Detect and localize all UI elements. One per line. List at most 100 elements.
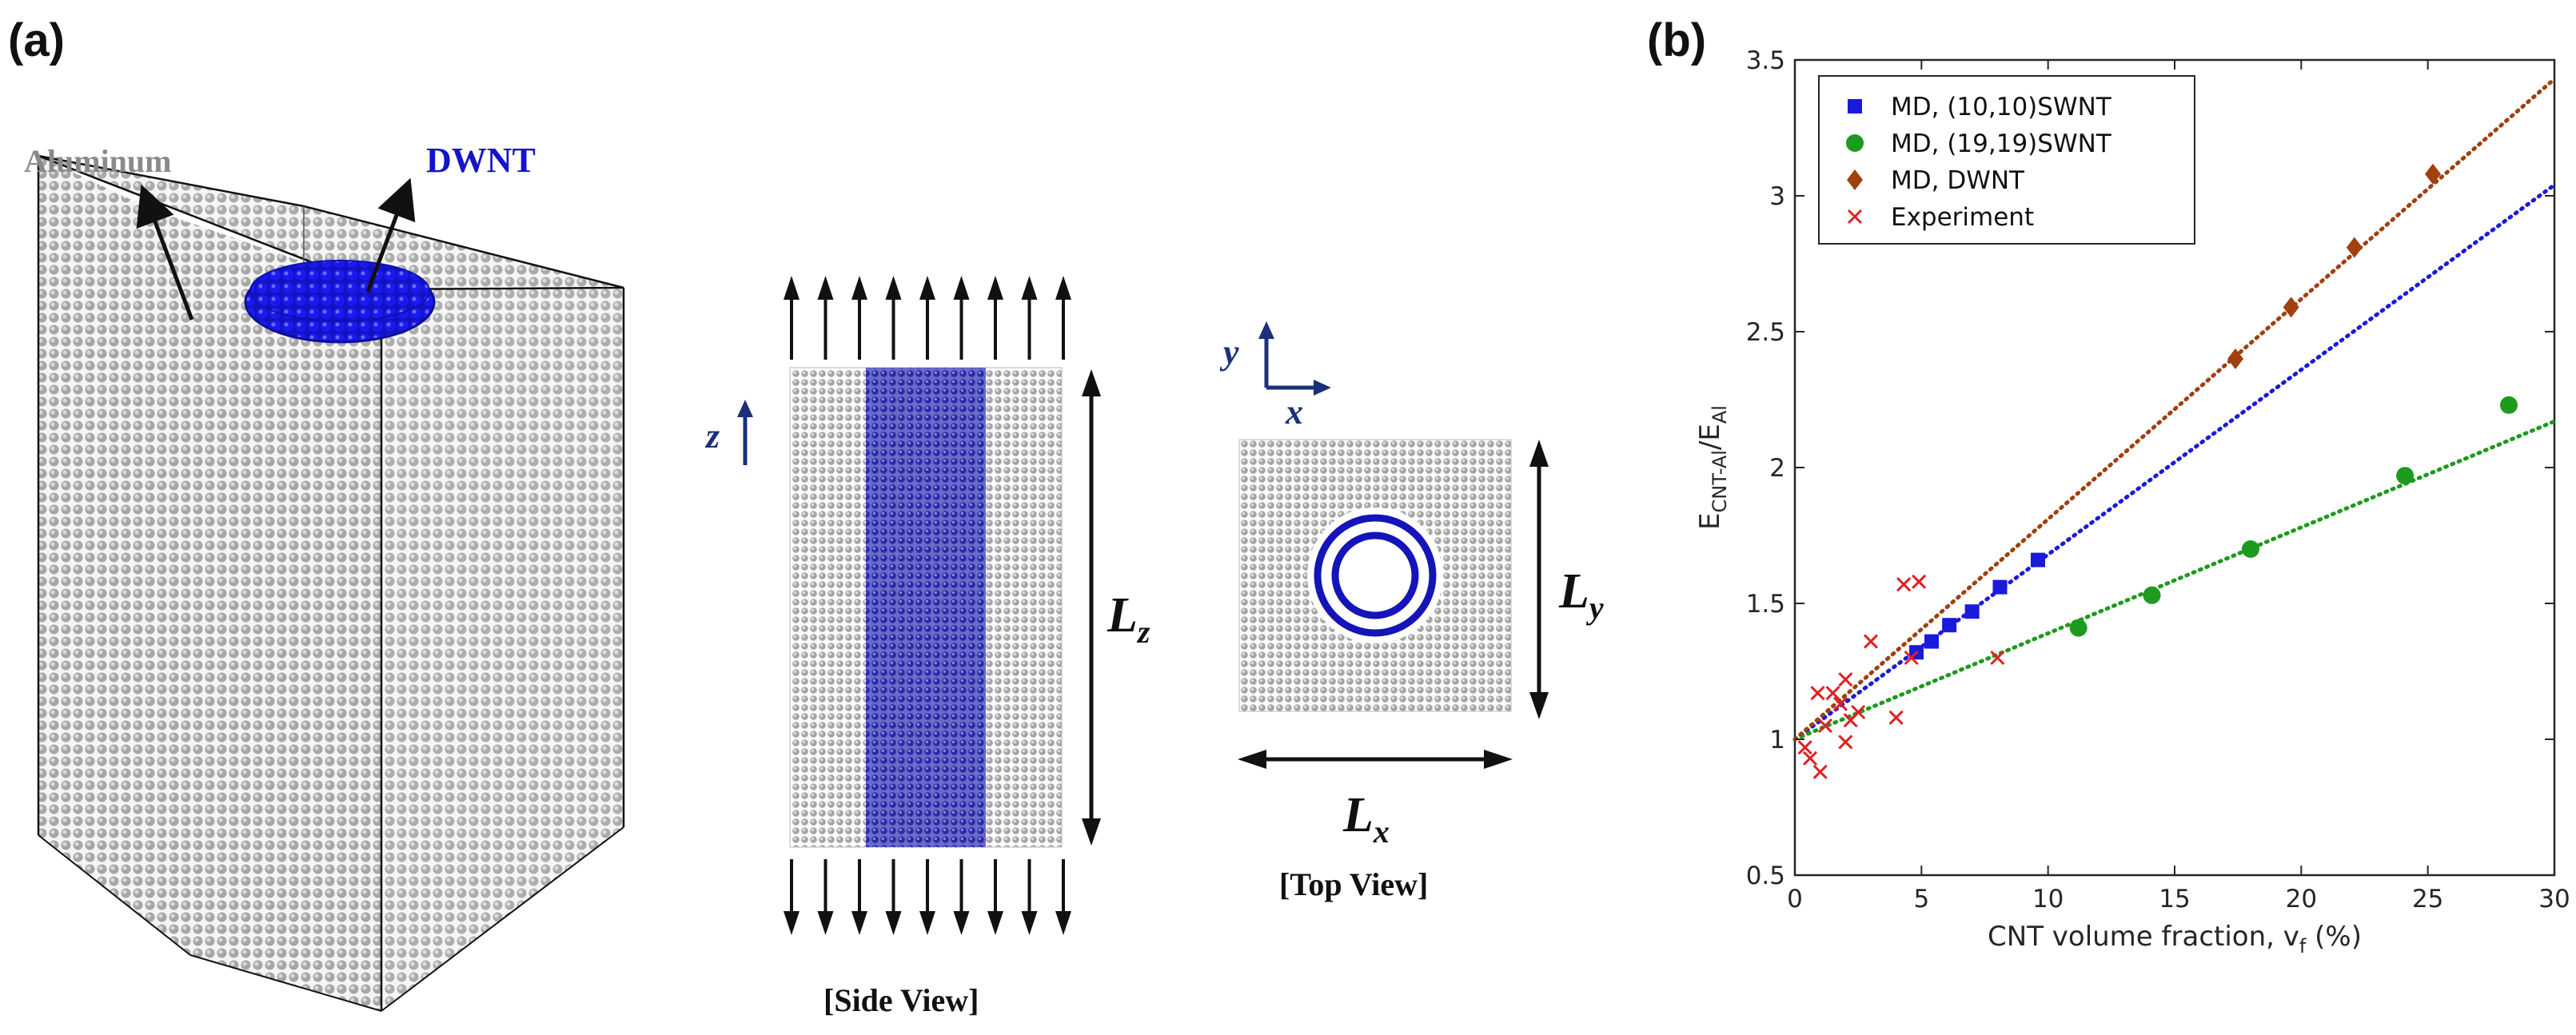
dwnt-label: DWNT — [426, 141, 536, 180]
tension-arrowhead-down — [885, 911, 902, 935]
legend-label: Experiment — [1891, 203, 2034, 232]
data-point — [1942, 618, 1957, 633]
data-point — [1838, 734, 1853, 750]
data-point — [2227, 348, 2243, 369]
data-point — [1832, 696, 1848, 711]
data-point — [1912, 574, 1927, 589]
data-point — [2346, 237, 2363, 258]
data-point — [2283, 297, 2299, 318]
y-tick-label: 2.5 — [1746, 318, 1785, 347]
tension-arrowhead-up — [817, 276, 834, 300]
series-x — [1797, 574, 2005, 779]
box-front-left-face — [38, 156, 381, 1011]
ly-label: Ly — [1558, 564, 1604, 626]
tension-arrowhead-down — [953, 911, 970, 935]
lx-label: Lx — [1342, 788, 1390, 850]
tension-arrowhead-up — [851, 276, 867, 300]
legend: MD, (10,10)SWNT MD, (19,19)SWNT MD, DWNT Ex… — [1818, 75, 2195, 245]
legend-label: MD, (10,10)SWNT — [1891, 93, 2112, 121]
data-point — [2500, 396, 2518, 414]
data-point — [1797, 740, 1812, 755]
tension-arrowhead-down — [784, 911, 800, 935]
side-view-caption: [Side View] — [823, 982, 979, 1018]
series-square — [1909, 552, 2045, 660]
tension-arrowhead-down — [1055, 911, 1071, 935]
top-view: y x Lx Ly [Top View] — [1219, 321, 1604, 902]
side-view-tube — [866, 368, 986, 847]
tension-arrowhead-down — [1021, 911, 1038, 935]
data-point — [2425, 163, 2441, 185]
legend-marker — [1846, 134, 1864, 152]
tension-arrows-bottom — [784, 859, 1071, 935]
tension-arrowhead-down — [987, 911, 1003, 935]
dwnt-arrow — [365, 177, 416, 293]
y-tick-label: 2 — [1769, 454, 1785, 483]
data-point — [1896, 577, 1912, 592]
tension-arrowhead-down — [919, 911, 935, 935]
tension-arrowhead-up — [953, 276, 970, 300]
fit-line — [1792, 419, 2557, 742]
data-marks — [1797, 163, 2518, 779]
data-point — [1992, 579, 2008, 595]
tension-arrowhead-down — [851, 911, 867, 935]
dwnt-inner-wall — [1331, 531, 1419, 619]
data-point — [1863, 634, 1879, 649]
x-tick-label: 0 — [1787, 885, 1803, 914]
data-point — [1904, 650, 1919, 666]
data-point — [1990, 650, 2005, 666]
data-point — [2396, 467, 2415, 485]
legend-marker — [1847, 169, 1863, 190]
x-tick-label: 10 — [2032, 885, 2064, 914]
aluminum-arrow — [136, 184, 194, 320]
y-tick-label: 3.5 — [1746, 46, 1785, 75]
x-axis-title: CNT volume fraction, vf (%) — [1988, 921, 2362, 957]
aluminum-box-3d — [37, 154, 625, 1012]
y-tick-label: 1.5 — [1746, 590, 1785, 619]
data-point — [1851, 704, 1866, 720]
box-right-face — [381, 288, 624, 1011]
tension-arrowhead-up — [919, 276, 935, 300]
series-circle — [2069, 396, 2518, 637]
data-point — [1888, 710, 1904, 725]
top-view-caption: [Top View] — [1279, 866, 1428, 902]
legend-label: MD, (19,19)SWNT — [1891, 129, 2112, 158]
dwnt-outer-wall — [1314, 514, 1437, 637]
tension-arrowhead-up — [1021, 276, 1038, 300]
x-tick-label: 20 — [2286, 885, 2317, 914]
data-point — [1810, 686, 1825, 701]
panel-a: (a) Aluminum DWNT — [8, 14, 1604, 1018]
top-view-cavity — [1307, 508, 1443, 643]
x-tick-label: 15 — [2159, 885, 2190, 914]
x-tick-label: 30 — [2538, 885, 2570, 914]
panel-b-label: (b) — [1647, 14, 1706, 66]
data-point — [2069, 619, 2088, 637]
data-point — [1964, 604, 1980, 619]
box-top-face — [38, 156, 624, 289]
tension-arrowhead-up — [885, 276, 902, 300]
fit-line — [1792, 77, 2557, 742]
legend-marker — [1848, 99, 1862, 113]
data-point — [1812, 764, 1828, 779]
lz-label: Lz — [1107, 588, 1150, 650]
aluminum-label: Aluminum — [24, 143, 172, 179]
y-tick-label: 3 — [1769, 182, 1785, 211]
data-point — [2242, 540, 2259, 558]
tension-arrowhead-up — [1055, 276, 1071, 300]
legend-box — [1818, 75, 2195, 245]
tension-arrowhead-up — [987, 276, 1003, 300]
x-tick-label: 5 — [1913, 885, 1929, 914]
data-point — [1924, 634, 1939, 649]
panel-a-label: (a) — [8, 14, 65, 66]
series-diamond — [2227, 163, 2441, 369]
data-point — [2031, 552, 2045, 567]
y-axis-label: y — [1219, 332, 1239, 372]
data-point — [1817, 718, 1833, 734]
tension-arrowhead-up — [784, 276, 800, 300]
data-point — [1838, 672, 1853, 687]
x-axis-label: x — [1285, 392, 1303, 432]
legend-label: MD, DWNT — [1891, 166, 2025, 195]
legend-marker — [1847, 209, 1863, 225]
